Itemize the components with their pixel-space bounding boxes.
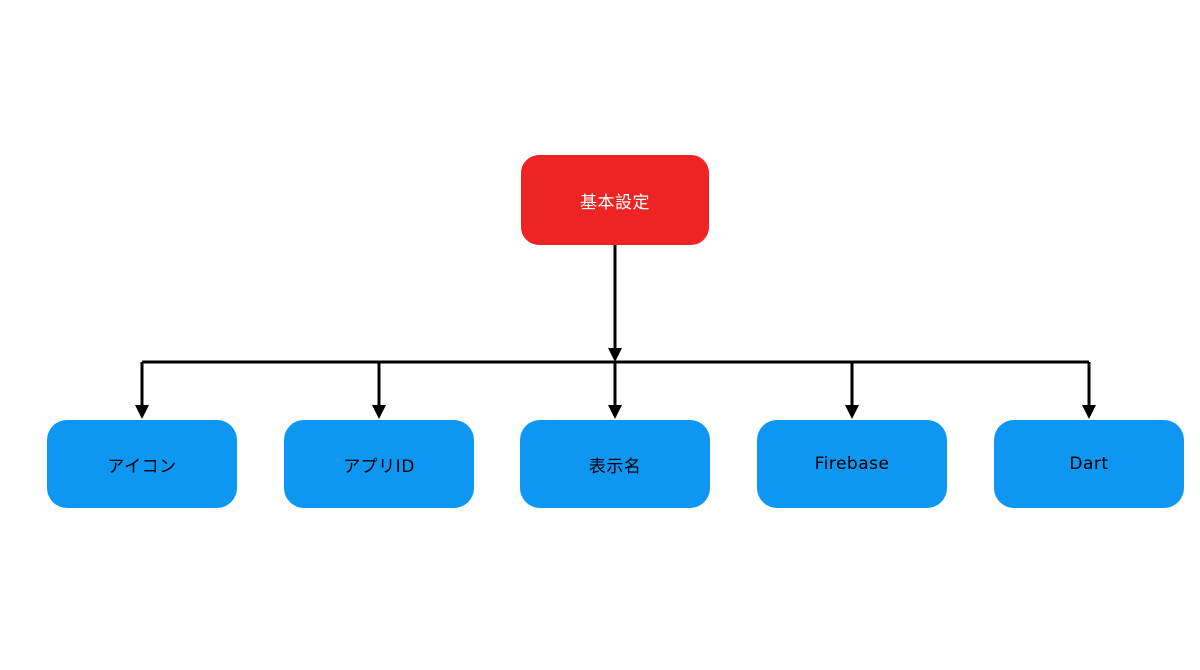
node-basic-settings-label: 基本設定 [580,192,650,213]
node-basic-settings: 基本設定 [521,155,709,245]
node-display-name-label: 表示名 [588,456,642,477]
node-display-name: 表示名 [520,420,710,508]
node-icon: アイコン [47,420,237,508]
node-firebase: Firebase [757,420,947,508]
node-app-id: アプリID [284,420,474,508]
node-dart: Dart [994,420,1184,508]
node-icon-label: アイコン [107,456,177,477]
node-firebase-label: Firebase [814,454,890,474]
node-dart-label: Dart [1069,454,1109,474]
node-app-id-label: アプリID [343,456,415,477]
